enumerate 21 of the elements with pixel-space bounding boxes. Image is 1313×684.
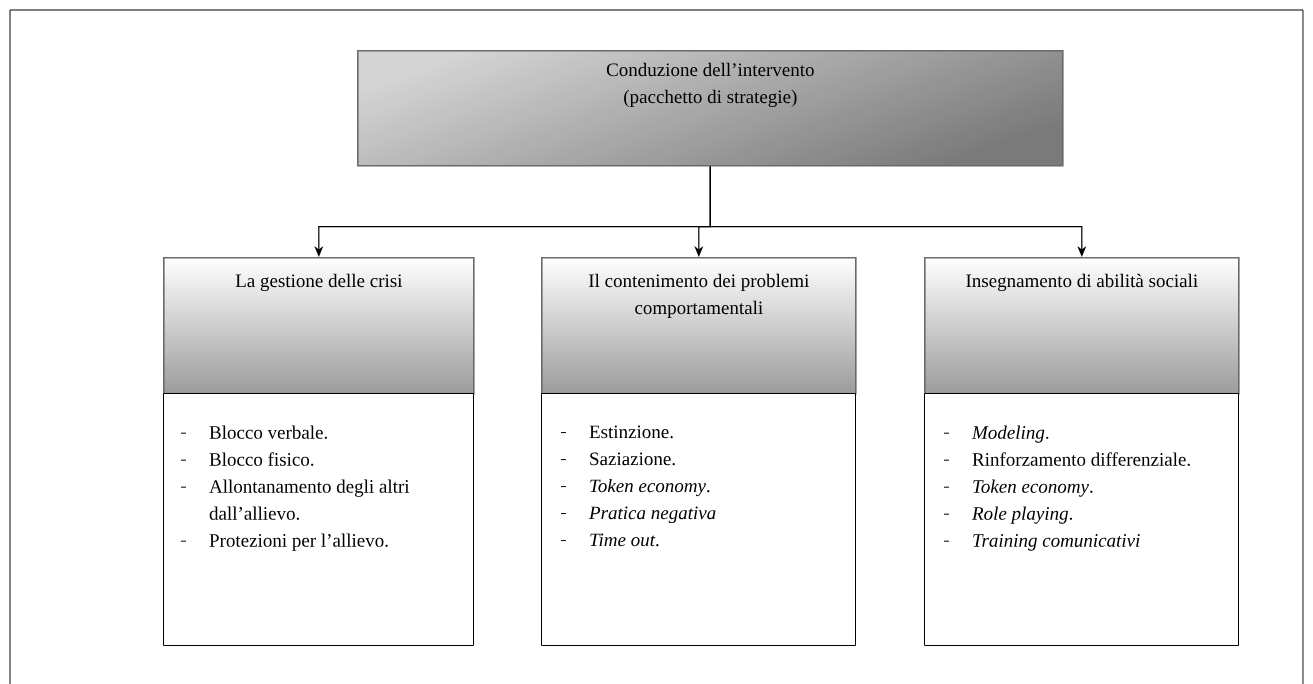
list-item: Modeling. xyxy=(943,425,1049,443)
title-box: Conduzione dell’intervento (pacchetto di strategie) xyxy=(357,50,1064,167)
list-box xyxy=(924,393,1239,646)
list-item: Allontanamento degli altri dall’allievo. xyxy=(180,479,410,520)
category-box: Il contenimento dei problemi comportamentali xyxy=(541,257,857,395)
list-item: Token economy. xyxy=(560,478,710,497)
list-item: Protezioni per l’allievo. xyxy=(180,533,388,551)
list-item: Blocco verbale. xyxy=(180,425,327,439)
list-item: Role playing. xyxy=(943,506,1073,524)
list-item: Token economy. xyxy=(943,479,1093,497)
list-item: Time out. xyxy=(560,533,659,547)
list-box xyxy=(163,393,474,646)
list-item: Rinforzamento differenziale. xyxy=(943,452,1190,466)
list-box xyxy=(541,393,856,646)
list-item: Blocco fisico. xyxy=(180,452,314,466)
list-item: Pratica negativa xyxy=(560,506,716,524)
list-item: Training comunicativi xyxy=(943,534,1140,551)
list-item: Estinzione. xyxy=(560,425,673,439)
category-box: La gestione delle crisi xyxy=(163,257,475,395)
category-box: Insegnamento di abilità sociali xyxy=(924,257,1240,395)
list-item: Saziazione. xyxy=(560,452,675,466)
